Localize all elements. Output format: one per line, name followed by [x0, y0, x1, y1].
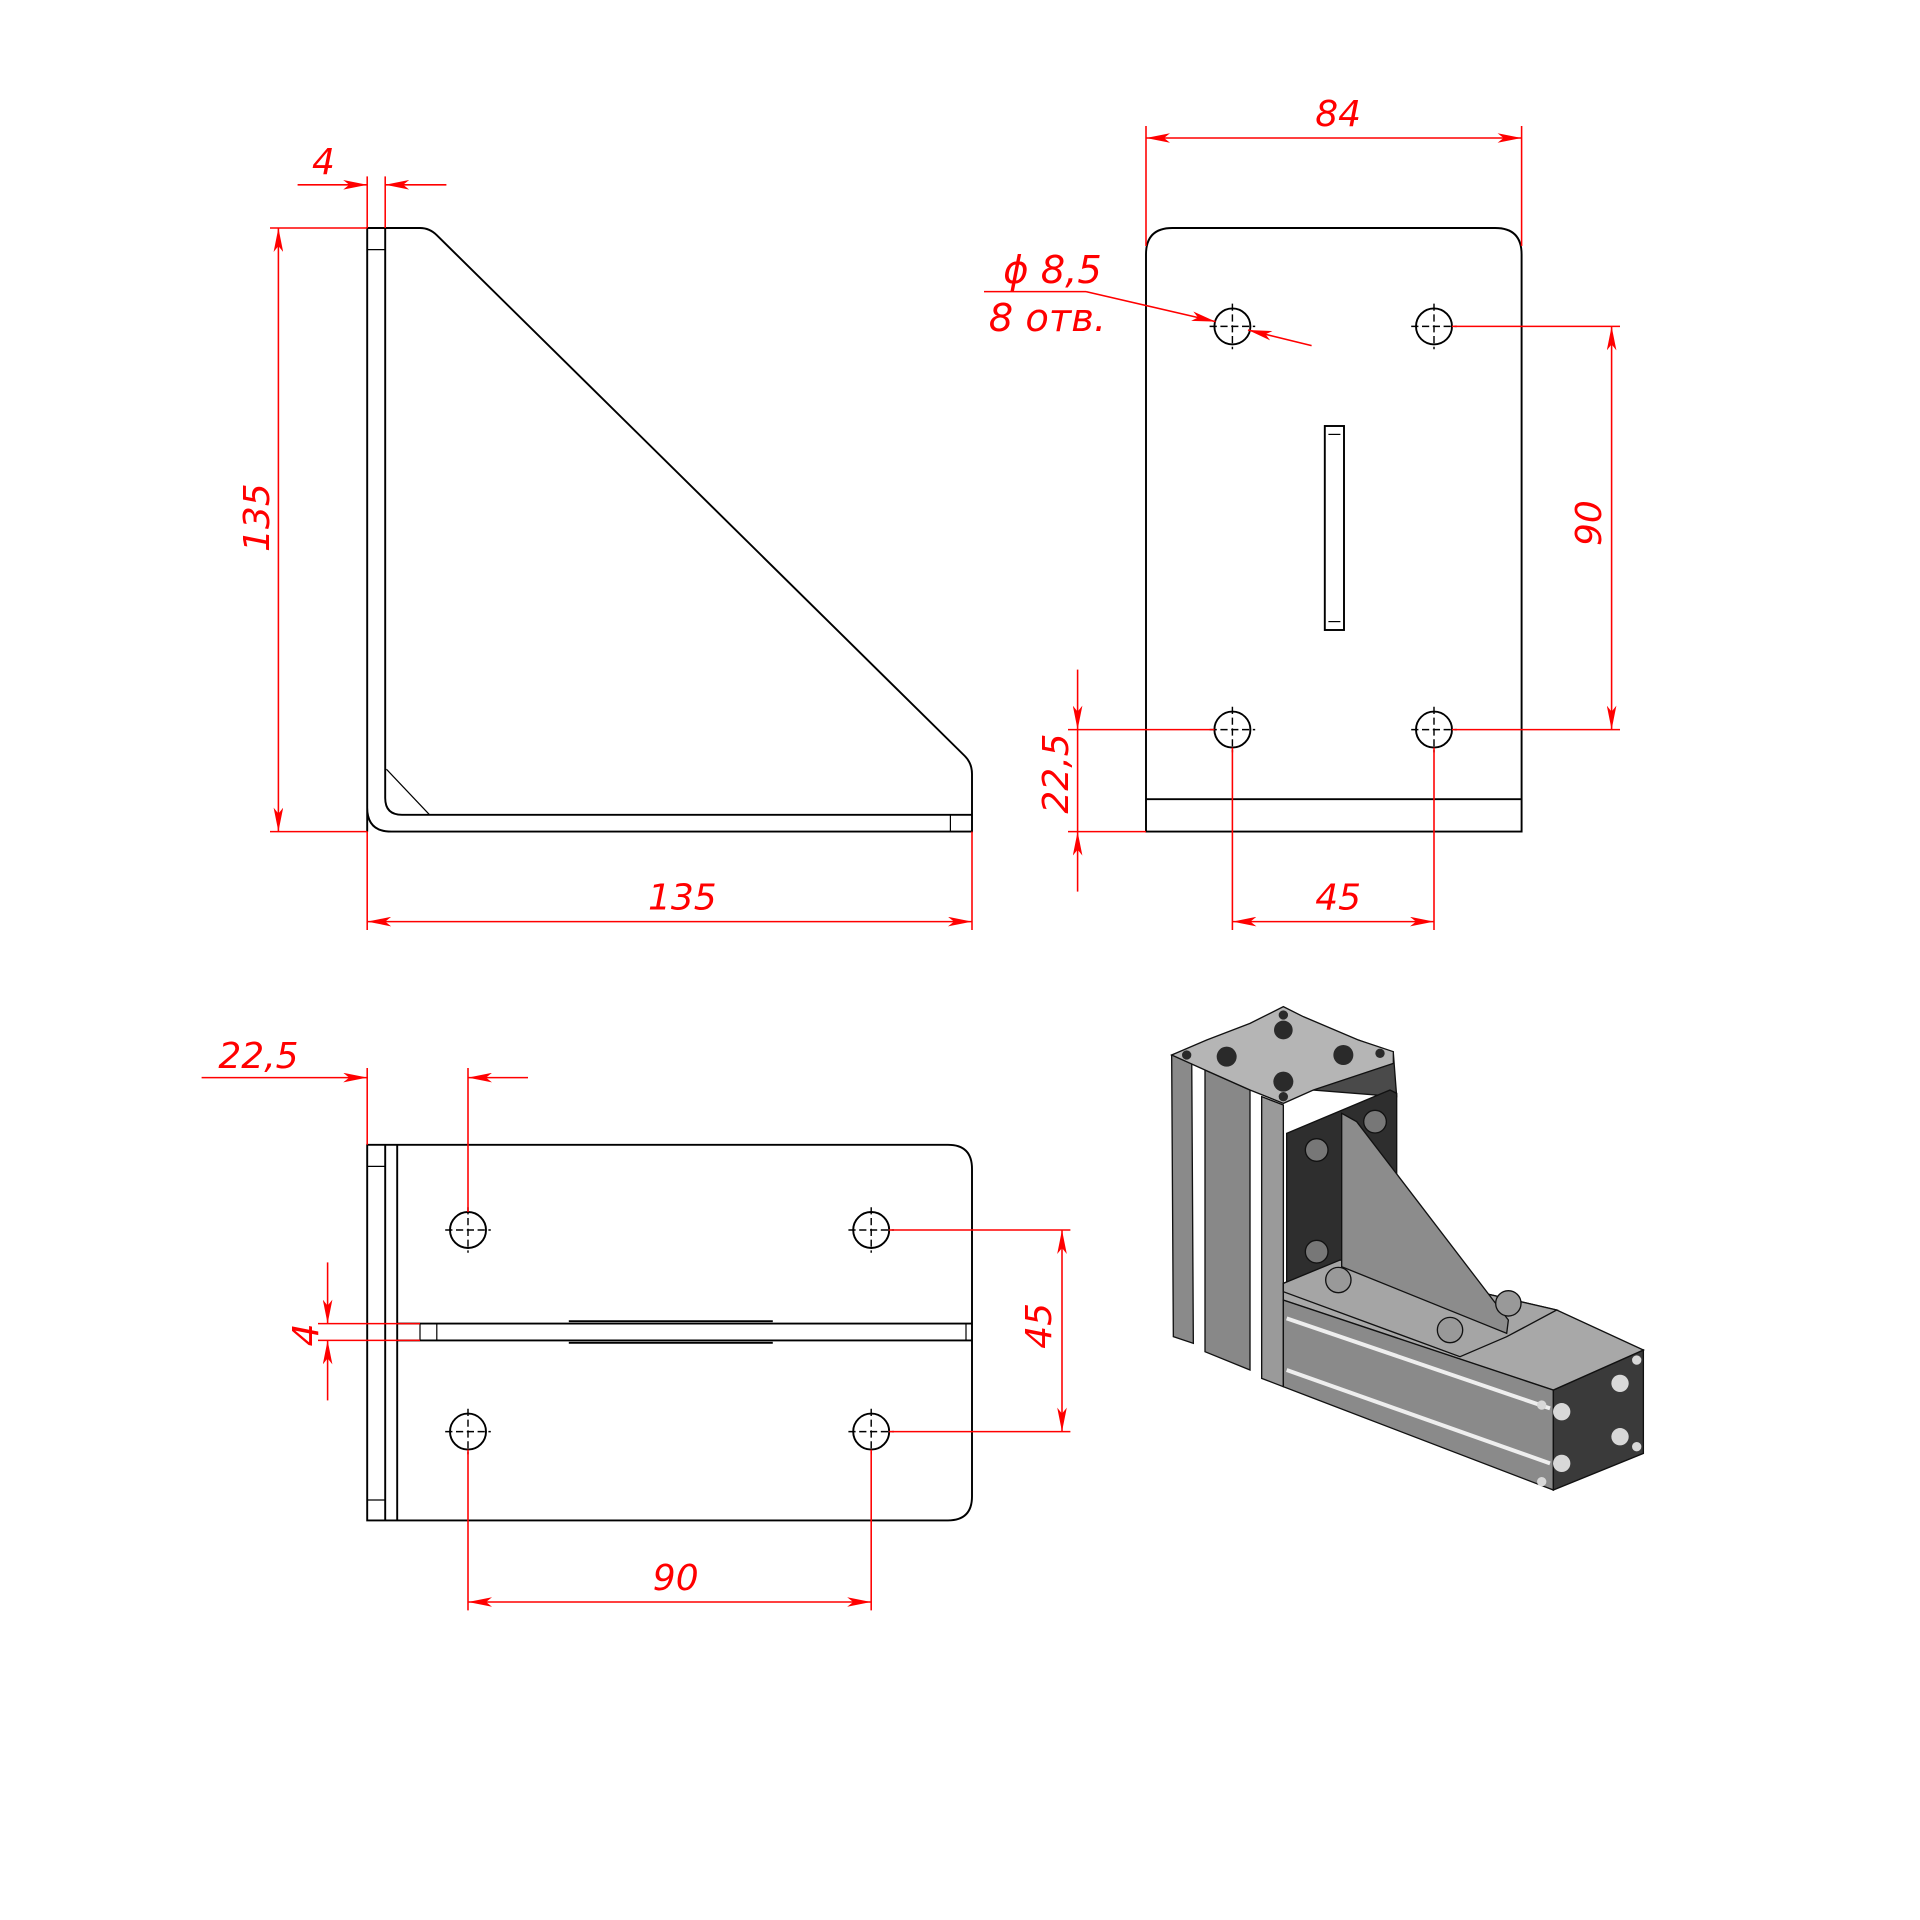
dimension-label: 135: [237, 483, 278, 552]
mounting-holes: [1209, 303, 1457, 753]
top-view: 22,5 4 45 90: [201, 1036, 1071, 1611]
dimension-width: 84: [1145, 94, 1523, 246]
dimension-label: 90: [1569, 500, 1610, 546]
dimension-label: 22,5: [218, 1036, 298, 1077]
dimension-hole-spacing-vertical: 90: [1452, 325, 1620, 731]
mounting-holes: [445, 1207, 894, 1455]
dimension-label: 22,5: [1036, 733, 1077, 813]
dimension-hole-spacing-horizontal: 45: [1231, 747, 1435, 930]
dimension-label: 84: [1315, 94, 1361, 135]
front-view: 84 ϕ 8,5 8 отв. 90 22,5 45: [984, 94, 1620, 930]
hole-callout: ϕ 8,5 8 отв.: [984, 248, 1312, 347]
side-view: 4 135 135: [237, 142, 973, 930]
dimension-edge-offset: 22,5: [1036, 669, 1215, 892]
dimension-thickness: 4: [297, 142, 447, 228]
vertical-profile-fin: [1170, 1047, 1195, 1345]
dimension-label: 45: [1019, 1303, 1060, 1349]
vertical-profile-face: [1204, 1068, 1251, 1372]
dimension-hole-spacing-vertical: 45: [889, 1229, 1071, 1433]
dimension-edge-offset: 22,5: [201, 1036, 528, 1212]
dimension-label: 45: [1315, 878, 1361, 919]
bracket-gusset: [1341, 1112, 1510, 1335]
dimension-label: 135: [648, 878, 717, 919]
vertical-profile-top: [1170, 1005, 1395, 1105]
isometric-assembly-view: [1170, 1005, 1645, 1492]
screw-heads: [1304, 1109, 1522, 1344]
dimension-label: 4: [286, 1323, 327, 1346]
bracket-base-plate: [1282, 1259, 1559, 1358]
dimension-hole-spacing-horizontal: 90: [467, 1449, 872, 1611]
dimension-thickness: 4: [286, 1262, 420, 1401]
dimension-height: 135: [237, 227, 368, 833]
dimension-label: 4: [312, 142, 335, 183]
hole-diameter-label: ϕ 8,5: [1003, 248, 1102, 293]
dimension-width: 135: [366, 831, 973, 930]
vertical-profile-face: [1261, 1095, 1285, 1388]
dimension-label: 90: [653, 1558, 699, 1599]
hole-count-label: 8 отв.: [989, 296, 1106, 341]
